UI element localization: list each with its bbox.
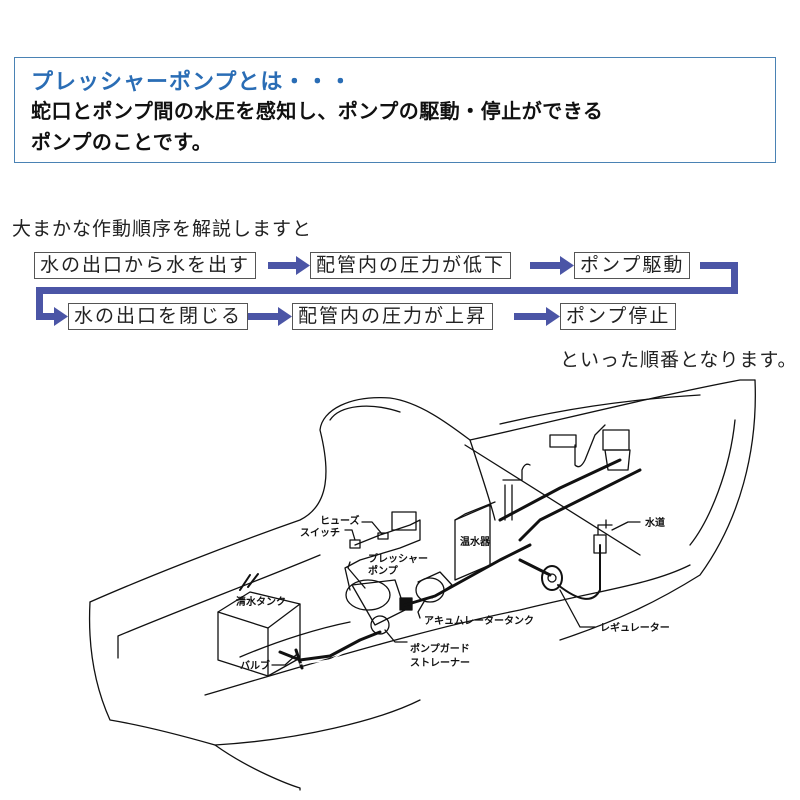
flow-return-line-middle — [36, 287, 738, 294]
flow-intro: 大まかな作動順序を解説しますと — [12, 218, 313, 240]
label-valve: バルブ — [240, 659, 270, 672]
definition-title: プレッシャーポンプとは・・・ — [31, 70, 353, 95]
label-fuse: ヒューズ — [320, 514, 360, 527]
shower-hose — [574, 424, 606, 468]
label-regulator: レギュレーター — [600, 621, 670, 634]
label-switch: スイッチ — [300, 527, 340, 539]
city-water-tap — [593, 519, 613, 554]
hull-gunwale — [88, 601, 216, 746]
arrowhead-icon — [560, 256, 574, 275]
flow-return-line-right — [731, 262, 738, 294]
wiring — [344, 519, 421, 591]
label-pressure-pump-1: プレッシャー — [368, 552, 428, 565]
hull-bottom — [214, 699, 421, 746]
arrowhead-icon — [546, 307, 560, 326]
pipe-pump-to-accumulator — [403, 543, 532, 607]
hull-bow-curve — [689, 419, 736, 546]
hose-regulator-to-tap — [557, 544, 601, 600]
boat-plumbing-diagram: ヒューズ スイッチ プレッシャー ポンプ 温水器 清水タンク バルブ ポンプガー… — [88, 379, 756, 791]
definition-box: プレッシャーポンプとは・・・ 蛇口とポンプ間の水圧を感知し、ポンプの駆動・停止が… — [14, 57, 776, 163]
fuse-component — [377, 532, 389, 540]
flow-return-line-top — [700, 262, 738, 269]
flow-arrow-shaft-3 — [36, 313, 58, 320]
arrowhead-icon — [296, 256, 310, 275]
leader-switch — [344, 529, 356, 541]
arrowhead-icon — [54, 307, 68, 326]
accumulator-tank — [415, 571, 453, 603]
definition-line-2: ポンプのことです。 — [31, 130, 213, 154]
definition-line-1: 蛇口とポンプ間の水圧を感知し、ポンプの駆動・停止ができる — [31, 99, 604, 123]
hull-outline — [89, 379, 756, 603]
water-heater — [454, 501, 496, 581]
toilet — [602, 429, 631, 471]
flow-step-3: ポンプ駆動 — [574, 252, 691, 279]
flow-arrow-shaft-4 — [248, 313, 284, 320]
label-pump-guard-2: ストレーナー — [410, 657, 470, 669]
leader-pressure-pump — [347, 561, 366, 589]
label-pressure-pump-2: ポンプ — [368, 564, 399, 577]
flow-arrow-shaft-5 — [514, 313, 552, 320]
leader-pump-guard — [384, 629, 408, 643]
label-water-heater: 温水器 — [460, 535, 491, 548]
pressure-pump — [345, 579, 413, 635]
definition-body: 蛇口とポンプ間の水圧を感知し、ポンプの駆動・停止ができる ポンプのことです。 — [31, 96, 603, 158]
flow-arrow-shaft-1 — [268, 262, 302, 269]
flow-step-1: 水の出口から水を出す — [34, 252, 257, 279]
flow-step-2: 配管内の圧力が低下 — [310, 252, 512, 279]
deck-line — [499, 394, 701, 425]
arrowhead-icon — [278, 307, 292, 326]
flow-step-5: 配管内の圧力が上昇 — [292, 303, 494, 330]
flow-arrow-shaft-2 — [530, 262, 566, 269]
battery — [391, 511, 417, 531]
flow-arrowheads — [54, 256, 574, 326]
flow-step-6: ポンプ停止 — [560, 303, 677, 330]
hull-bow — [559, 379, 756, 641]
sink-riser — [504, 484, 513, 521]
mixer-panel — [549, 434, 577, 448]
hull-chine — [204, 564, 691, 696]
regulator — [541, 565, 563, 591]
hull-diagonal — [464, 444, 641, 556]
leader-valve — [271, 654, 297, 666]
leader-city-water — [611, 521, 641, 531]
label-fresh-water-tank: 清水タンク — [236, 595, 286, 608]
label-accumulator-tank: アキュムレータータンク — [424, 615, 534, 627]
leader-accumulator — [417, 599, 426, 619]
pipe-to-fixtures-2 — [498, 458, 622, 522]
pipe-to-regulator — [518, 558, 552, 577]
label-pump-guard-1: ポンプガード — [410, 642, 470, 655]
cabin-line — [329, 405, 401, 421]
flow-step-4: 水の出口を閉じる — [68, 303, 249, 330]
pipe-tank-to-pump — [298, 630, 382, 662]
pipe-tank-to-pump-inner — [299, 635, 381, 665]
cabin-line-2 — [469, 439, 496, 521]
flow-outro: といった順番となります。 — [560, 349, 798, 371]
leader-regulator — [559, 589, 596, 628]
hull-inner-line — [239, 621, 351, 658]
flow-return-line-left — [36, 287, 43, 319]
leader-fuse — [361, 521, 383, 535]
label-city-water: 水道 — [644, 516, 665, 529]
hull-side — [214, 744, 301, 791]
hull-lower-edge — [117, 554, 321, 659]
pipe-to-fixtures — [518, 468, 642, 542]
faucet — [502, 463, 531, 481]
